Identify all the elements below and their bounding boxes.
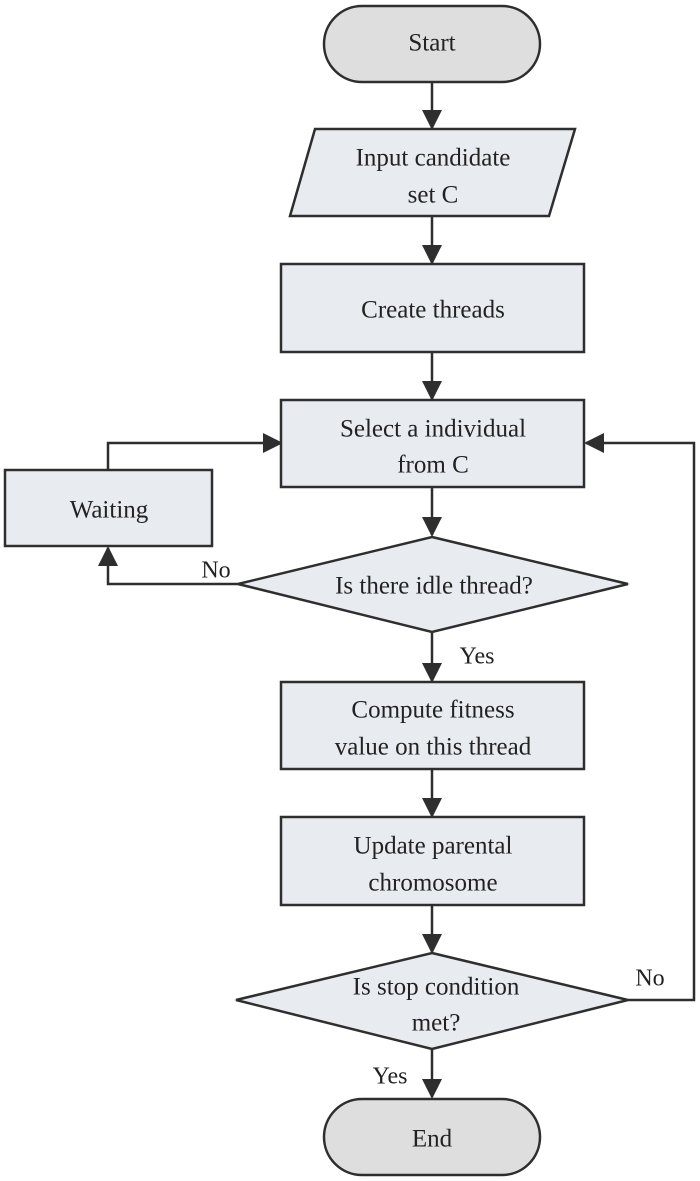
stop-no-label: No — [635, 966, 664, 992]
start-label: Start — [408, 30, 455, 57]
waiting-label: Waiting — [70, 497, 149, 524]
edge-waiting-to-select — [106, 433, 283, 469]
start-node: Start — [322, 4, 542, 84]
end-node: End — [322, 1097, 542, 1177]
select-label-line1: Select a individual — [340, 416, 526, 443]
input-label-line2: set C — [408, 182, 459, 209]
select-label-line2: from C — [397, 452, 469, 479]
compute-label-line1: Compute fitness — [351, 697, 514, 724]
idle-thread-decision: Is there idle thread? — [237, 535, 629, 634]
compute-fitness-node: Compute fitness value on this thread — [279, 680, 586, 771]
update-chromosome-node: Update parental chromosome — [279, 815, 586, 907]
compute-label-line2: value on this thread — [335, 734, 532, 761]
edge-idle-no-to-waiting — [98, 546, 238, 586]
update-label-line1: Update parental — [354, 833, 513, 860]
idle-no-label: No — [201, 558, 230, 584]
end-label: End — [412, 1126, 453, 1153]
update-label-line2: chromosome — [368, 870, 497, 897]
stop-yes-label: Yes — [373, 1064, 408, 1090]
select-individual-node: Select a individual from C — [279, 398, 586, 489]
idle-yes-label: Yes — [460, 644, 495, 670]
waiting-node: Waiting — [3, 468, 214, 548]
input-node: Input candidate set C — [288, 127, 577, 218]
create-threads-node: Create threads — [279, 262, 586, 354]
stop-label-line1: Is stop condition — [353, 974, 520, 1001]
input-label-line1: Input candidate — [356, 145, 511, 172]
edges — [98, 83, 696, 1099]
idle-decision-label: Is there idle thread? — [335, 573, 533, 600]
stop-condition-decision: Is stop condition met? — [235, 951, 629, 1051]
stop-label-line2: met? — [412, 1010, 461, 1037]
edge-stop-no-to-select — [584, 433, 696, 1002]
create-threads-label: Create threads — [361, 297, 505, 324]
